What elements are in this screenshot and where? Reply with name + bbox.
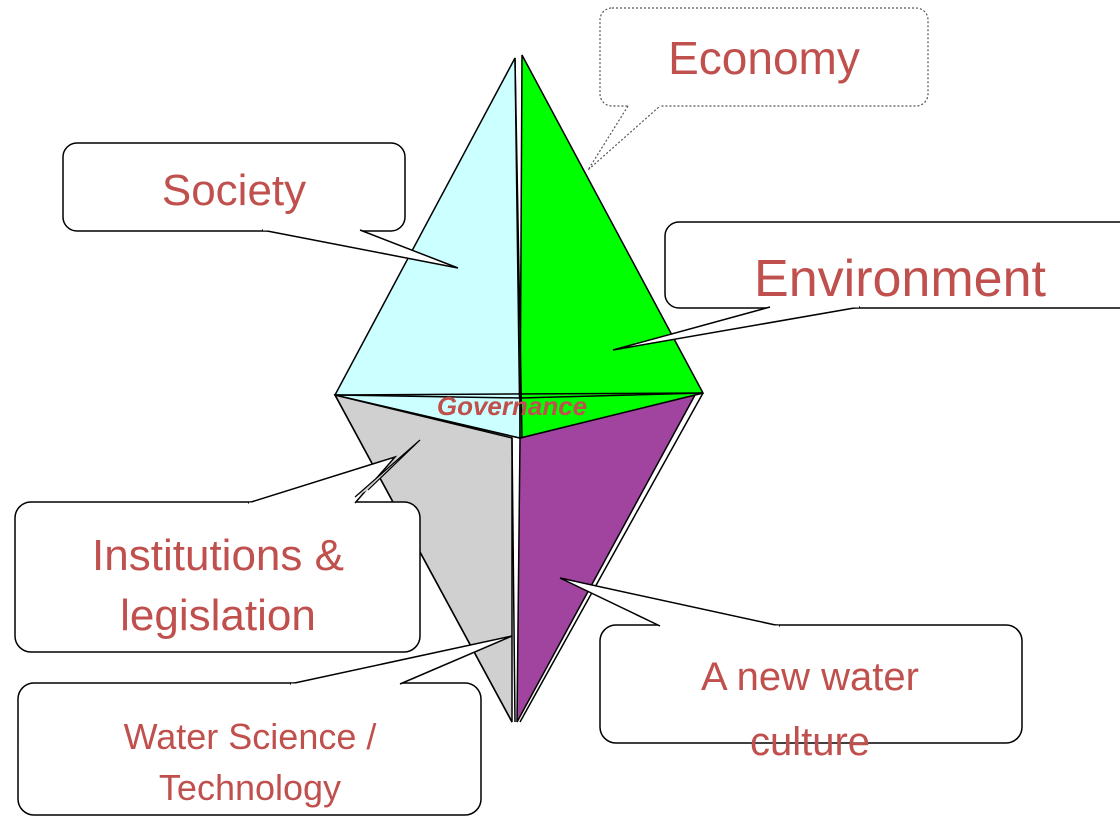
- science-label-line1: Water Science /: [124, 716, 377, 757]
- governance-green-belt: [519, 392, 704, 439]
- science-callout: Water Science / Technology: [17, 635, 513, 816]
- culture-label-line2: culture: [750, 720, 870, 764]
- culture-label-line1: A new water: [701, 655, 919, 699]
- economy-callout: Economy: [587, 7, 929, 171]
- edge-bottom-left: [334, 394, 513, 723]
- edge-bottom-spine: [511, 437, 516, 723]
- environment-callout: Environment: [612, 221, 1120, 351]
- edge-bottom-right: [519, 392, 704, 723]
- science-label-line2: Technology: [159, 767, 341, 808]
- society-label: Society: [162, 166, 306, 215]
- edge-belt: [334, 392, 704, 396]
- institutions-label-line2: legislation: [120, 591, 316, 640]
- culture-callout: A new water culture: [559, 577, 1023, 764]
- economy-label: Economy: [668, 32, 860, 84]
- governance-label: Governance: [437, 391, 587, 421]
- institutions-label-line1: Institutions &: [92, 531, 344, 580]
- institutions-pointer: [354, 439, 421, 498]
- edge-top-spine: [514, 57, 523, 439]
- environment-label: Environment: [754, 250, 1046, 308]
- institutions-callout: Institutions & legislation: [14, 455, 421, 653]
- society-callout: Society: [62, 142, 459, 269]
